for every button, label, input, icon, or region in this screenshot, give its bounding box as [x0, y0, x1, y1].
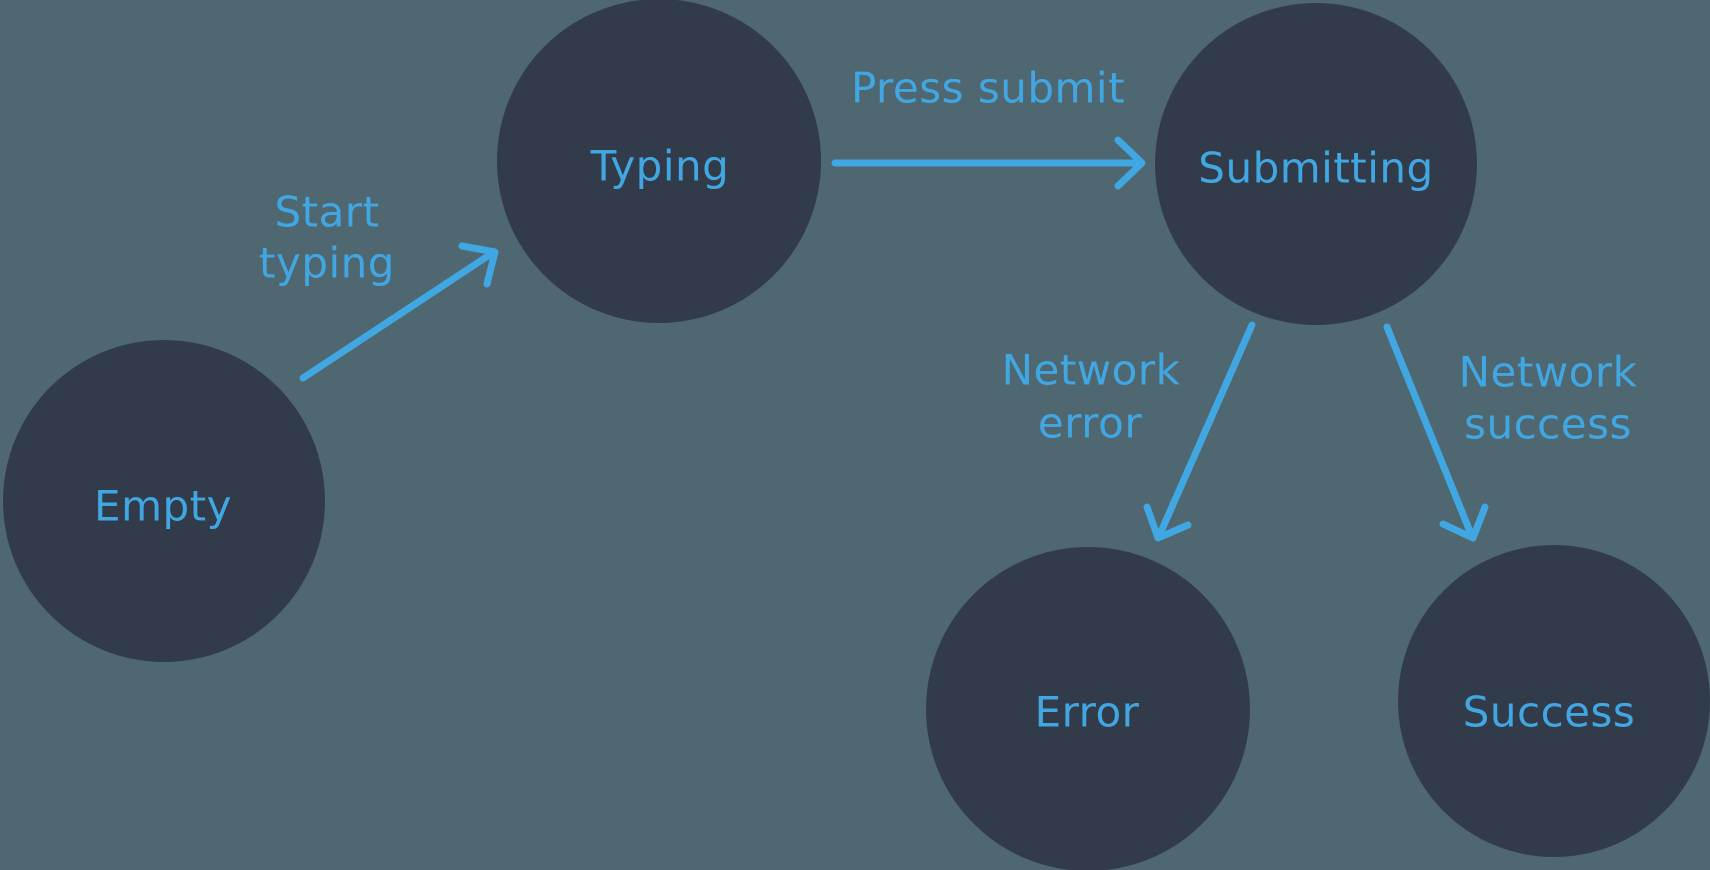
diagram-labels: Empty Typing Submitting Error Success St… [94, 64, 1638, 737]
state-node-error [926, 547, 1250, 870]
transition-arrow-network-error-shaft [1156, 321, 1256, 538]
state-node-typing [497, 0, 821, 323]
transition-label-network-error-line2: error [1038, 399, 1142, 448]
state-nodes [3, 0, 1710, 870]
transition-label-start-typing-line2: typing [259, 239, 395, 288]
transition-label-press-submit: Press submit [851, 64, 1125, 113]
state-node-submitting [1155, 3, 1477, 325]
state-label-success: Success [1463, 688, 1636, 737]
transition-label-network-success-line2: success [1464, 400, 1632, 449]
transition-label-network-success-line1: Network [1459, 348, 1638, 397]
state-label-submitting: Submitting [1198, 144, 1433, 193]
state-node-success [1398, 545, 1710, 857]
transition-arrowhead-network-error [1143, 503, 1192, 542]
state-label-empty: Empty [94, 482, 232, 531]
transition-arrowhead-press-submit [1114, 136, 1146, 190]
transition-arrows [299, 136, 1489, 542]
transition-label-start-typing-line1: Start [274, 188, 379, 237]
transition-arrowhead-start-typing [458, 242, 499, 288]
state-label-typing: Typing [590, 142, 730, 191]
state-label-error: Error [1035, 688, 1140, 737]
state-node-empty [3, 340, 325, 662]
transition-arrow-network-success-shaft [1383, 323, 1475, 538]
transition-label-network-error-line1: Network [1002, 346, 1181, 395]
transition-arrow-start-typing-shaft [299, 250, 495, 382]
transition-arrowhead-network-success [1439, 503, 1489, 542]
